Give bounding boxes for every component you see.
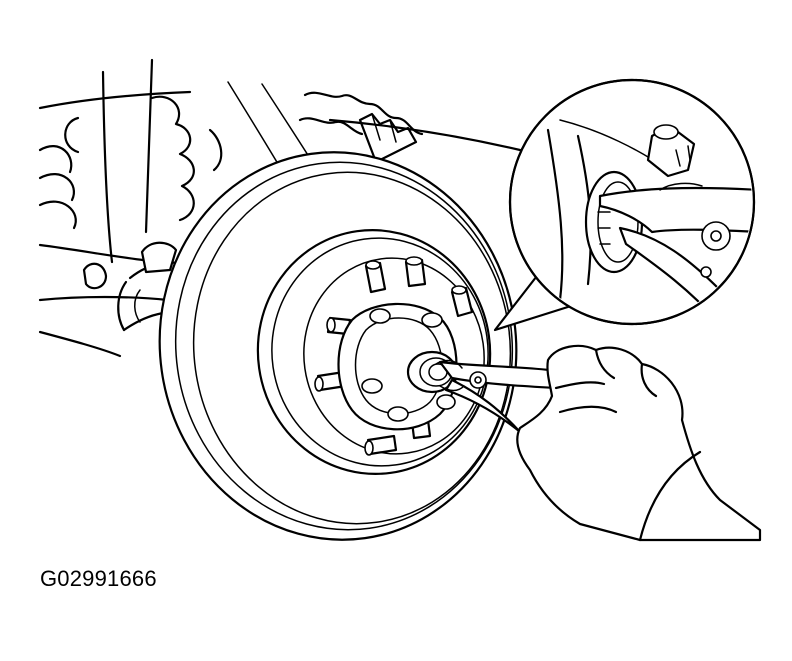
- hand: [516, 344, 762, 542]
- snap-ring-pliers: [435, 359, 558, 446]
- figure-code-label: G02991666: [40, 566, 157, 591]
- wheel-studs: [314, 256, 474, 456]
- hub-center: [337, 302, 458, 431]
- magnified-detail-callout: [493, 78, 756, 332]
